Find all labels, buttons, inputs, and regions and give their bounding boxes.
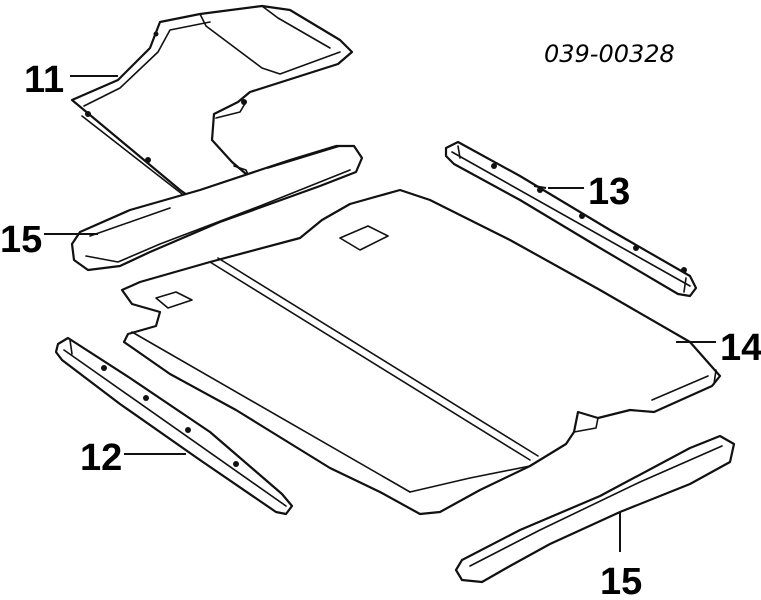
callout-14: 14 [720, 327, 761, 369]
callout-12: 12 [80, 437, 122, 479]
part-15-left-trim [70, 144, 364, 272]
part-14-floor-panel [120, 188, 722, 516]
diagram-code: 039-00328 [544, 40, 675, 68]
leader-13-to-rail [533, 185, 547, 189]
part-15-bottom-trim [454, 434, 736, 584]
part-13-right-rail [444, 140, 698, 298]
callout-11: 11 [24, 59, 64, 101]
callout-15-left: 15 [0, 219, 42, 261]
part-12-left-rail [54, 336, 294, 516]
callout-15-bottom: 15 [600, 561, 642, 600]
callout-13: 13 [588, 171, 630, 213]
